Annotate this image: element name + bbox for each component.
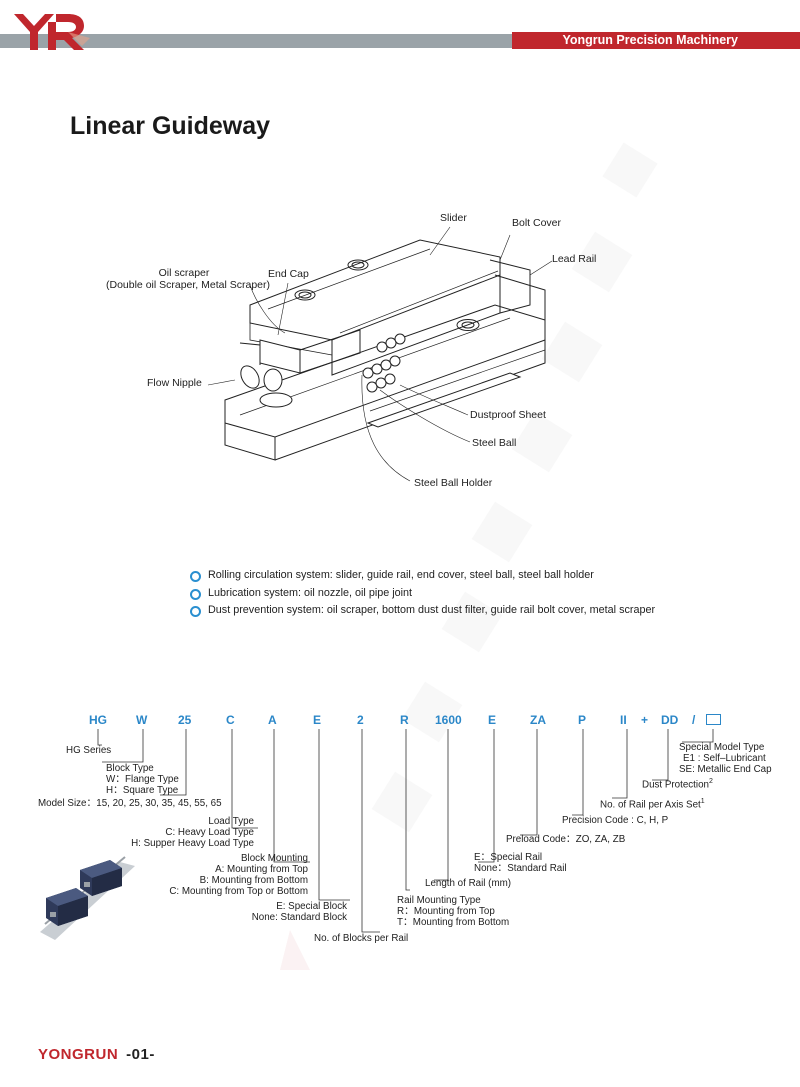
label-dustproof-sheet: Dustproof Sheet [470, 409, 546, 421]
footer: YONGRUN -01- [38, 1046, 155, 1063]
code-c: C [226, 713, 235, 727]
label-slider: Slider [440, 212, 467, 224]
code-p: P [578, 713, 587, 727]
code-slash: / [692, 713, 696, 727]
company-name: Yongrun Precision Machinery [562, 33, 738, 47]
code-za: ZA [530, 713, 546, 727]
desc-special-model-e1: E1 : Self–Lubricant [683, 753, 766, 764]
guideway-diagram [207, 226, 553, 482]
desc-preload-code: Preload Code：ZO, ZA, ZB [506, 834, 626, 845]
desc-block-mounting-a: A: Mounting from Top [215, 864, 308, 875]
code-r: R [400, 713, 409, 727]
label-oil-scraper: Oil scraper [158, 267, 210, 279]
desc-rail-length: Length of Rail (mm) [425, 878, 512, 889]
desc-special-model: Special Model Type [679, 742, 765, 753]
label-end-cap: End Cap [268, 268, 309, 280]
desc-no-blocks: No. of Blocks per Rail [314, 933, 409, 944]
code-1600: 1600 [435, 713, 462, 727]
code-connector-lines [97, 729, 714, 933]
bullet-icon [190, 588, 201, 600]
desc-standard-rail: None：Standard Rail [474, 863, 567, 874]
bullet-icon [190, 571, 201, 582]
special-model-box [706, 714, 721, 725]
header-gray-bar [0, 34, 512, 48]
label-bolt-cover: Bolt Cover [512, 217, 562, 229]
label-steel-ball: Steel Ball [472, 437, 517, 449]
code-a: A [268, 713, 277, 727]
footer-brand: YONGRUN [38, 1046, 119, 1063]
desc-standard-block: None: Standard Block [251, 912, 347, 923]
desc-block-mounting: Block Mounting [241, 853, 308, 864]
label-oil-scraper-detail: (Double oil Scraper, Metal Scraper) [106, 279, 270, 291]
page-number: -01- [126, 1046, 155, 1063]
label-lead-rail: Lead Rail [552, 253, 597, 265]
desc-special-block: E: Special Block [276, 901, 347, 912]
code-25: 25 [178, 713, 192, 727]
code-e: E [313, 713, 322, 727]
desc-model-size: Model Size：15, 20, 25, 30, 35, 45, 55, 6… [38, 798, 222, 809]
product-photo [40, 856, 135, 940]
desc-rail-mounting-r: R：Mounting from Top [397, 906, 495, 917]
code-hg: HG [89, 713, 107, 727]
code-ii: II [620, 713, 627, 727]
feature-item: Dust prevention system: oil scraper, bot… [190, 602, 655, 620]
feature-item: Lubrication system: oil nozzle, oil pipe… [190, 585, 655, 603]
yr-logo [14, 14, 90, 50]
feature-list: Rolling circulation system: slider, guid… [190, 567, 655, 620]
code-plus: + [641, 713, 649, 727]
desc-load-type: Load Type [208, 816, 254, 827]
desc-block-type-h: H：Square Type [106, 785, 179, 796]
feature-item: Rolling circulation system: slider, guid… [190, 567, 655, 585]
page-title: Linear Guideway [70, 112, 271, 140]
desc-block-type: Block Type [106, 763, 154, 774]
desc-rail-mounting-t: T：Mounting from Bottom [397, 917, 510, 928]
desc-rail-per-axis: No. of Rail per Axis Set1 [600, 798, 705, 811]
desc-special-model-se: SE: Metallic End Cap [679, 764, 772, 775]
code-dd: DD [661, 713, 679, 727]
desc-rail-mounting: Rail Mounting Type [397, 895, 481, 906]
desc-block-type-w: W：Flange Type [106, 774, 179, 785]
desc-load-type-c: C: Heavy Load Type [165, 827, 254, 838]
desc-load-type-h: H: Supper Heavy Load Type [131, 838, 254, 849]
desc-block-mounting-c: C: Mounting from Top or Bottom [169, 886, 308, 897]
header-company-band: Yongrun Precision Machinery [512, 32, 800, 49]
code-2: 2 [357, 713, 364, 727]
label-steel-ball-holder: Steel Ball Holder [414, 477, 493, 489]
code-w: W [136, 713, 148, 727]
label-flow-nipple: Flow Nipple [147, 377, 202, 389]
desc-precision-code: Precision Code : C, H, P [562, 815, 669, 826]
desc-dust-protection: Dust Protection2 [642, 778, 713, 791]
desc-hg-series: HG Series [66, 745, 112, 756]
bullet-icon [190, 606, 201, 617]
desc-block-mounting-b: B: Mounting from Bottom [199, 875, 308, 886]
code-e-rail: E [488, 713, 497, 727]
desc-special-rail: E：Special Rail [474, 852, 543, 863]
